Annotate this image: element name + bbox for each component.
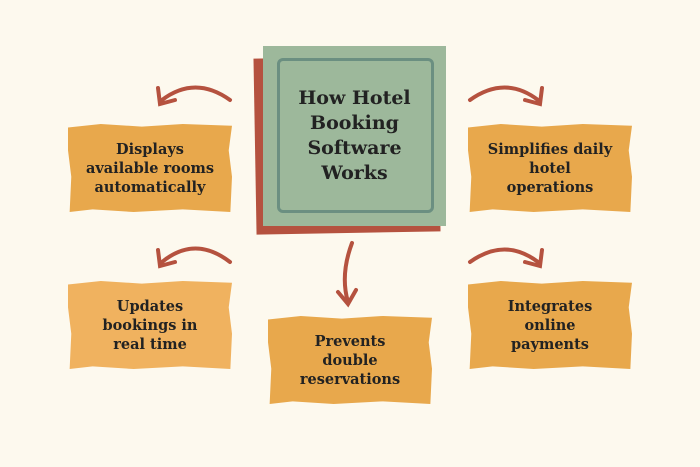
diagram-title: How Hotel Booking Software Works	[298, 87, 411, 184]
arrow-top-left	[156, 85, 232, 107]
step-label: Simplifies daily hotel operations	[487, 140, 613, 196]
title-card-border	[277, 58, 434, 213]
step-label: Displays available rooms automatically	[85, 140, 215, 196]
step-label: Integrates online payments	[507, 297, 593, 353]
step-box-simplifies-operations: Simplifies daily hotel operations	[468, 124, 632, 212]
step-label: Updates bookings in real time	[102, 297, 198, 353]
arrow-bottom-left	[156, 246, 232, 269]
step-box-updates-bookings: Updates bookings in real time	[68, 281, 232, 369]
arrow-top-right	[468, 85, 544, 107]
step-box-integrates-payments: Integrates online payments	[468, 281, 632, 369]
step-box-displays-rooms: Displays available rooms automatically	[68, 124, 232, 212]
step-label: Prevents double reservations	[299, 332, 401, 388]
arrow-center-down	[336, 241, 358, 308]
title-card: How Hotel Booking Software Works	[263, 46, 446, 226]
step-box-prevents-double: Prevents double reservations	[268, 316, 432, 404]
arrow-bottom-right	[468, 247, 544, 269]
